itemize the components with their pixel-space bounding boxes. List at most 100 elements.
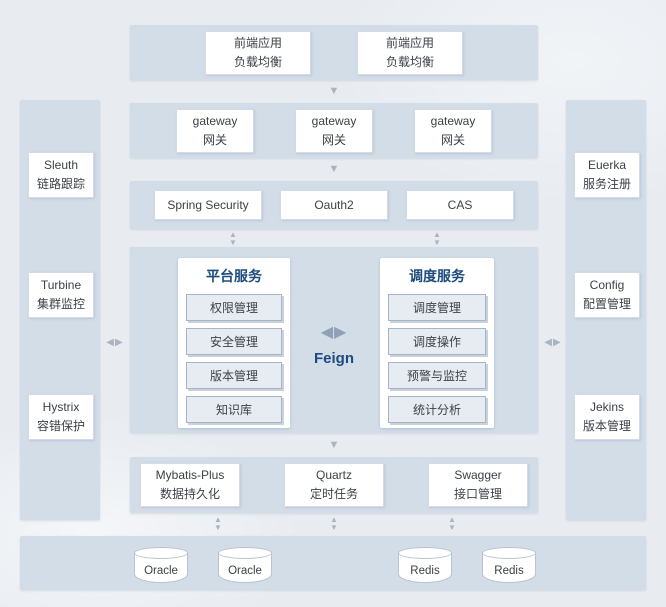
feign-connector: ◀▶ Feign <box>292 325 376 368</box>
dispatch-panel-title: 调度服务 <box>409 268 465 284</box>
oracle-db-cylinder: Oracle <box>134 547 188 583</box>
database-band: Oracle Oracle Redis Redis <box>20 536 646 590</box>
oracle-db-cylinder: Oracle <box>218 547 272 583</box>
arrow-left-glyph: ◀ <box>106 337 115 348</box>
spring-security-box: Spring Security <box>154 190 262 220</box>
sleuth-box-line1: Sleuth <box>43 158 79 173</box>
jenkins-box-line2: 版本管理 <box>582 419 631 433</box>
feign-label: Feign <box>314 350 354 367</box>
redis-db-label: Redis <box>494 565 524 577</box>
arrow-up-down-icon: ▲ ▼ <box>327 516 341 532</box>
dispatch-services-panel: 调度服务 调度管理 调度操作 预警与监控 统计分析 <box>380 258 494 428</box>
gateway-box: gateway 网关 <box>176 108 254 153</box>
main-services-band: 平台服务 权限管理 安全管理 版本管理 知识库 ◀▶ Feign 调度服务 调度… <box>130 247 538 433</box>
permission-mgmt-item: 权限管理 <box>186 294 282 321</box>
dispatch-ops-item: 调度操作 <box>388 328 486 355</box>
turbine-box: Turbine 集群监控 <box>28 272 94 318</box>
frontend-lb-line2: 负载均衡 <box>233 54 282 69</box>
quartz-box: Quartz 定时任务 <box>284 463 384 507</box>
alert-monitor-item: 预警与监控 <box>388 362 486 389</box>
arrow-down-glyph: ▼ <box>328 439 340 451</box>
quartz-box-line1: Quartz <box>315 468 352 483</box>
arrow-down-glyph: ▼ <box>448 523 456 532</box>
arrow-right-glyph: ▶ <box>115 337 124 348</box>
redis-db-cylinder: Redis <box>398 547 452 583</box>
left-sidebar-band: Sleuth 链路跟踪 Turbine 集群监控 Hystrix 容错保护 <box>20 100 100 520</box>
arrow-up-glyph: ▲ <box>330 515 338 524</box>
hystrix-box: Hystrix 容错保护 <box>28 394 94 440</box>
gateway-box-line1: gateway <box>192 113 238 128</box>
turbine-box-line1: Turbine <box>40 278 82 293</box>
hystrix-box-line1: Hystrix <box>42 400 80 415</box>
version-mgmt-item: 版本管理 <box>186 362 282 389</box>
hystrix-box-line2: 容错保护 <box>36 419 85 433</box>
gateway-box-line2: 网关 <box>321 132 346 147</box>
stats-analysis-item: 统计分析 <box>388 396 486 423</box>
eureka-box-line1: Euerka <box>587 158 627 173</box>
dispatch-mgmt-item: 调度管理 <box>388 294 486 321</box>
gateway-box-line2: 网关 <box>440 132 465 147</box>
arrow-up-down-icon: ▲ ▼ <box>211 516 225 532</box>
arrow-down-icon: ▼ <box>327 86 341 97</box>
arrow-up-glyph: ▲ <box>448 515 456 524</box>
turbine-box-line2: 集群监控 <box>36 297 85 311</box>
frontend-band: 前端应用 负载均衡 前端应用 负载均衡 <box>130 25 538 80</box>
gateway-box: gateway 网关 <box>414 108 492 153</box>
gateway-box: gateway 网关 <box>295 108 373 153</box>
cylinder-top-icon <box>218 547 272 559</box>
arrow-left-right-icon: ◀▶ <box>103 337 127 349</box>
frontend-lb-box: 前端应用 负载均衡 <box>205 30 311 75</box>
arrow-down-icon: ▼ <box>327 440 341 451</box>
arrow-down-glyph: ▼ <box>214 523 222 532</box>
oracle-db-label: Oracle <box>144 565 178 577</box>
arrow-down-glyph: ▼ <box>328 163 340 175</box>
gateway-band: gateway 网关 gateway 网关 gateway 网关 <box>130 103 538 158</box>
cylinder-top-icon <box>134 547 188 559</box>
oracle-db-label: Oracle <box>228 565 262 577</box>
arrow-up-down-icon: ▲ ▼ <box>445 516 459 532</box>
arrow-down-glyph: ▼ <box>229 238 237 247</box>
config-box-line1: Config <box>589 278 625 293</box>
arrow-right-glyph: ▶ <box>553 337 562 348</box>
cylinder-top-icon <box>482 547 536 559</box>
redis-db-cylinder: Redis <box>482 547 536 583</box>
mybatis-box: Mybatis-Plus 数据持久化 <box>140 463 240 507</box>
oauth2-box: Oauth2 <box>280 190 388 220</box>
redis-db-label: Redis <box>410 565 440 577</box>
arrow-down-glyph: ▼ <box>433 238 441 247</box>
jenkins-box-line1: Jekins <box>589 400 624 415</box>
feign-bidirectional-arrows-icon: ◀▶ <box>292 325 376 341</box>
platform-panel-title: 平台服务 <box>206 268 262 284</box>
arrow-down-glyph: ▼ <box>328 85 340 97</box>
oauth2-label: Oauth2 <box>314 198 354 212</box>
frontend-lb-box: 前端应用 负载均衡 <box>357 30 463 75</box>
swagger-box-line1: Swagger <box>454 468 502 483</box>
frontend-lb-line1: 前端应用 <box>385 35 434 50</box>
config-box-line2: 配置管理 <box>582 297 631 311</box>
arrow-down-icon: ▼ <box>327 164 341 175</box>
jenkins-box: Jekins 版本管理 <box>574 394 640 440</box>
platform-services-panel: 平台服务 权限管理 安全管理 版本管理 知识库 <box>178 258 290 428</box>
mybatis-box-line2: 数据持久化 <box>159 487 220 501</box>
frontend-lb-line2: 负载均衡 <box>385 54 434 69</box>
mybatis-box-line1: Mybatis-Plus <box>155 468 225 483</box>
security-mgmt-item: 安全管理 <box>186 328 282 355</box>
sleuth-box-line2: 链路跟踪 <box>36 177 85 191</box>
arrow-left-right-icon: ◀▶ <box>541 337 565 349</box>
middleware-band: Mybatis-Plus 数据持久化 Quartz 定时任务 Swagger 接… <box>130 457 538 513</box>
cas-box: CAS <box>406 190 514 220</box>
sleuth-box: Sleuth 链路跟踪 <box>28 152 94 198</box>
arrow-down-glyph: ▼ <box>330 523 338 532</box>
arrow-up-glyph: ▲ <box>433 230 441 239</box>
knowledge-base-item: 知识库 <box>186 396 282 423</box>
arrow-left-glyph: ◀ <box>544 337 553 348</box>
auth-band: Spring Security Oauth2 CAS <box>130 181 538 229</box>
frontend-lb-line1: 前端应用 <box>233 35 282 50</box>
swagger-box-line2: 接口管理 <box>453 487 502 501</box>
gateway-box-line2: 网关 <box>202 132 227 147</box>
arrow-up-glyph: ▲ <box>214 515 222 524</box>
quartz-box-line2: 定时任务 <box>309 487 358 501</box>
spring-security-label: Spring Security <box>167 198 249 212</box>
eureka-box: Euerka 服务注册 <box>574 152 640 198</box>
